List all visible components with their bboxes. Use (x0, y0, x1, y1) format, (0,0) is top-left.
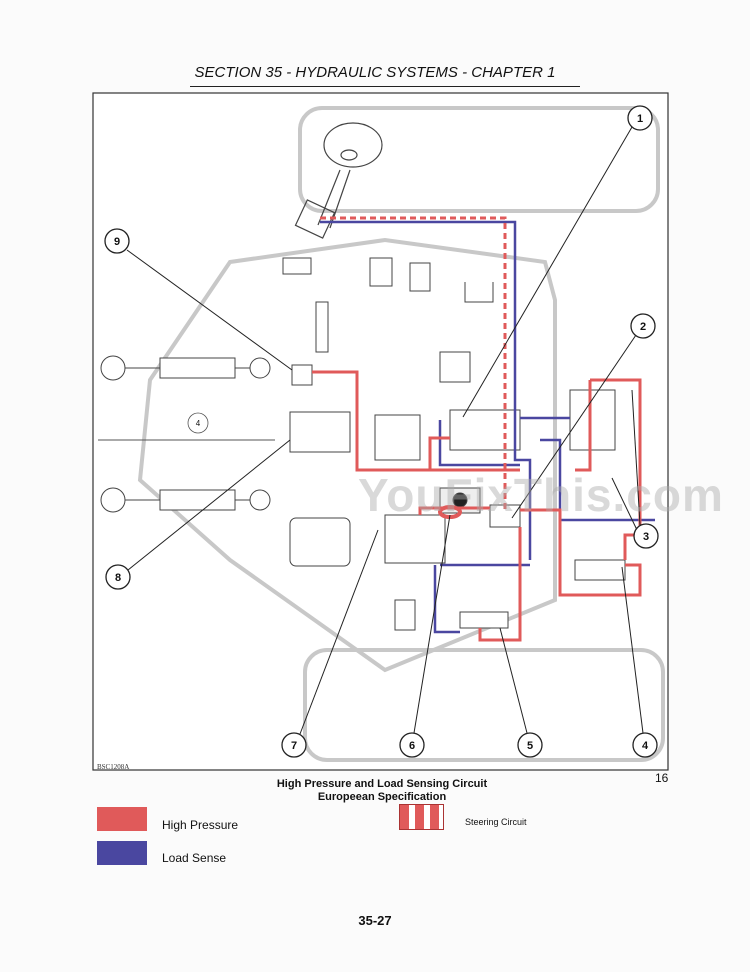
figure-caption: High Pressure and Load Sensing Circuit E… (0, 778, 750, 804)
steering-wheel-icon (294, 122, 383, 239)
callout-5: 5 (527, 740, 533, 752)
component-4 (574, 559, 626, 581)
valve-8 (289, 411, 351, 453)
pump-7 (384, 514, 446, 564)
leader-lines (126, 126, 644, 735)
legend-high-pressure: High Pressure (162, 818, 239, 832)
page-number: 35-27 (358, 913, 392, 928)
callout-3: 3 (643, 531, 649, 543)
callout-circles (104, 105, 659, 758)
section-header: SECTION 35 - HYDRAULIC SYSTEMS - CHAPTER… (194, 64, 556, 81)
figure-code: BSC1208A (97, 763, 130, 771)
callout-2: 2 (640, 321, 646, 333)
legend-steering-circuit: Steering Circuit (465, 817, 527, 827)
component-5 (459, 611, 509, 629)
component-1 (449, 409, 521, 451)
caption-line-1: High Pressure and Load Sensing Circuit (276, 778, 488, 790)
legend-load-sense: Load Sense (162, 851, 227, 865)
figure-number: 16 (655, 771, 669, 785)
watermark: YouFixThis.com (358, 469, 724, 521)
steering-circuit-lines (320, 216, 507, 510)
lift-cylinders (100, 355, 271, 513)
load-sense-swatch (97, 841, 147, 865)
callout-4: 4 (642, 740, 649, 752)
callout-9: 9 (114, 236, 120, 248)
header-rule (190, 86, 580, 87)
callout-7: 7 (291, 740, 297, 752)
load-sense-lines (320, 220, 655, 634)
tractor-outline (137, 106, 665, 762)
valve-9 (291, 364, 313, 386)
callout-6: 6 (409, 740, 415, 752)
steering-circuit-swatch (399, 804, 444, 830)
inner-label: 4 (196, 419, 201, 428)
callout-1: 1 (637, 113, 643, 125)
high-pressure-swatch (97, 807, 147, 831)
callout-8: 8 (115, 572, 121, 584)
caption-line-2: Europeean Specification (317, 791, 447, 803)
